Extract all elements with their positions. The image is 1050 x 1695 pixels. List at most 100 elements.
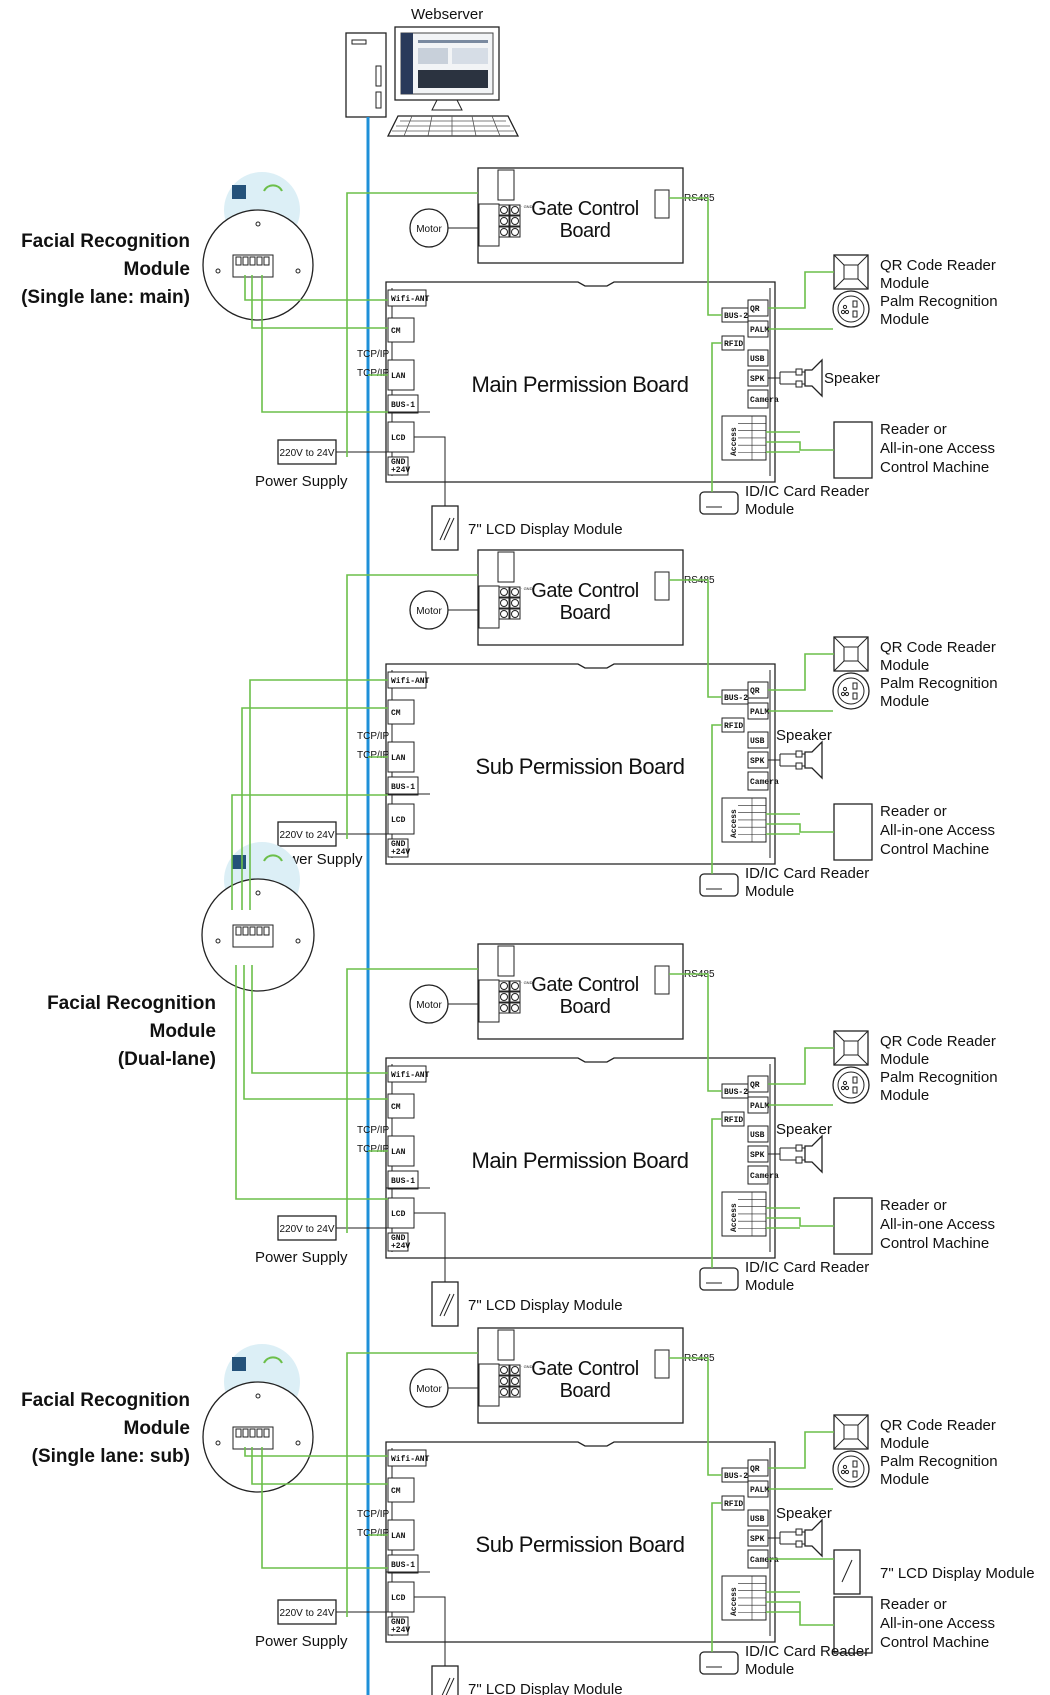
gate-power-port <box>497 1329 515 1361</box>
speaker-icon <box>804 740 823 780</box>
port-label: Wifi-ANT <box>391 677 430 686</box>
facial-module-label: Facial Recognition <box>21 1390 190 1411</box>
connector-wire <box>766 1591 834 1626</box>
idic-reader-icon <box>699 491 739 515</box>
qr-reader-label: Module <box>880 1435 929 1452</box>
port-label: LAN <box>391 1148 406 1157</box>
lcd-module-label: 7" LCD Display Module <box>468 1297 623 1314</box>
reader-machine-label: Reader or <box>880 421 947 438</box>
port-label: LCD <box>391 1210 406 1219</box>
motor-label: Motor <box>416 1384 442 1395</box>
connector-wire <box>669 973 722 1092</box>
port-label: Camera <box>750 778 779 787</box>
connector-wire <box>768 1047 834 1085</box>
gate-terminal <box>509 586 521 598</box>
port-bus1 <box>387 1554 419 1574</box>
palm-reader-label: Module <box>880 693 929 710</box>
rs485-port <box>654 965 670 995</box>
port-label: SPK <box>750 1151 765 1160</box>
palm-reader-label: Module <box>880 1471 929 1488</box>
port-label: BUS-2 <box>724 312 748 321</box>
gate-power-port <box>497 551 515 583</box>
port-label: +24V <box>391 466 410 475</box>
gate-terminal <box>509 1375 521 1387</box>
port-label: CM <box>391 709 401 718</box>
reader-machine-label: Reader or <box>880 803 947 820</box>
connector-wire <box>766 813 834 835</box>
idic-reader-icon <box>699 1267 739 1291</box>
computer-tower-icon <box>345 32 387 118</box>
reader-machine-label: Control Machine <box>880 459 989 476</box>
idic-reader-icon <box>699 1651 739 1675</box>
gate-control-board-title: Gate Control <box>531 198 638 220</box>
gate-control-board-title: Gate Control <box>531 580 638 602</box>
keyboard-icon <box>386 115 520 137</box>
connector-wire <box>244 1447 388 1457</box>
reader-machine-label: All-in-one Access <box>880 1216 995 1233</box>
palm-reader-label: Palm Recognition <box>880 293 998 310</box>
port-label: Access <box>730 1587 739 1616</box>
port-label: QR <box>750 687 760 696</box>
port-label: BUS-1 <box>391 401 415 410</box>
speaker-label: Speaker <box>824 370 880 387</box>
port-usb <box>747 349 769 367</box>
power-supply-label: Power Supply <box>255 473 348 490</box>
port-label: Access <box>730 809 739 838</box>
gate-power-port <box>497 945 515 977</box>
port-label: CM <box>391 1103 401 1112</box>
motor-label: Motor <box>416 606 442 617</box>
connector-wire <box>711 342 722 492</box>
port-label: Wifi-ANT <box>391 295 430 304</box>
port-lcd <box>387 1581 415 1613</box>
connector-wire <box>346 192 478 457</box>
connector-wire <box>669 197 722 316</box>
port-camera <box>747 771 769 791</box>
permission-board: Sub Permission BoardWifi-ANTCMLANBUS-1LC… <box>385 663 779 865</box>
gate-control-board-title: Board <box>560 602 611 624</box>
port-lcd <box>387 803 415 835</box>
connector-wire <box>251 275 388 329</box>
connector-wire <box>251 1447 388 1485</box>
permission-board: Main Permission BoardWifi-ANTCMLANBUS-1L… <box>385 1057 779 1259</box>
lcd-module-label: 7" LCD Display Module <box>880 1565 1035 1582</box>
port-label: LAN <box>391 754 406 763</box>
speaker-icon <box>804 358 823 398</box>
tcpip-label: TCP/IP <box>357 731 390 742</box>
port-label: Wifi-ANT <box>391 1071 430 1080</box>
gate-terminal <box>509 204 521 216</box>
reader-machine-label: All-in-one Access <box>880 440 995 457</box>
idic-reader-label: ID/IC Card Reader <box>745 1643 869 1660</box>
port-label: USB <box>750 737 765 746</box>
port-label: PALM <box>750 708 769 717</box>
connector-wire <box>346 574 478 839</box>
facial-module-label: (Dual-lane) <box>118 1049 216 1070</box>
speaker-icon <box>804 1518 823 1558</box>
port-label: QR <box>750 305 760 314</box>
port-label: RFID <box>724 340 743 349</box>
port-cm <box>387 317 415 343</box>
port-label: LCD <box>391 1594 406 1603</box>
gate-terminal <box>509 1002 521 1014</box>
reader-machine-label: Control Machine <box>880 841 989 858</box>
port-label: PALM <box>750 326 769 335</box>
port-label: BUS-1 <box>391 783 415 792</box>
permission-board-title: Main Permission Board <box>472 372 689 397</box>
tcpip-label: TCP/IP <box>357 349 390 360</box>
access-reader-icon <box>833 803 873 861</box>
facial-connector <box>232 924 274 948</box>
facial-wiring <box>231 275 388 1569</box>
port-wifi <box>387 1065 427 1083</box>
tcpip-label: TCP/IP <box>357 1509 390 1520</box>
power-supply-label: Power Supply <box>255 1249 348 1266</box>
facial-module-label: Facial Recognition <box>21 231 190 252</box>
palm-reader-label: Palm Recognition <box>880 1453 998 1470</box>
port-label: LAN <box>391 1532 406 1541</box>
connector-wire <box>261 275 388 413</box>
gate-terminal <box>509 597 521 609</box>
